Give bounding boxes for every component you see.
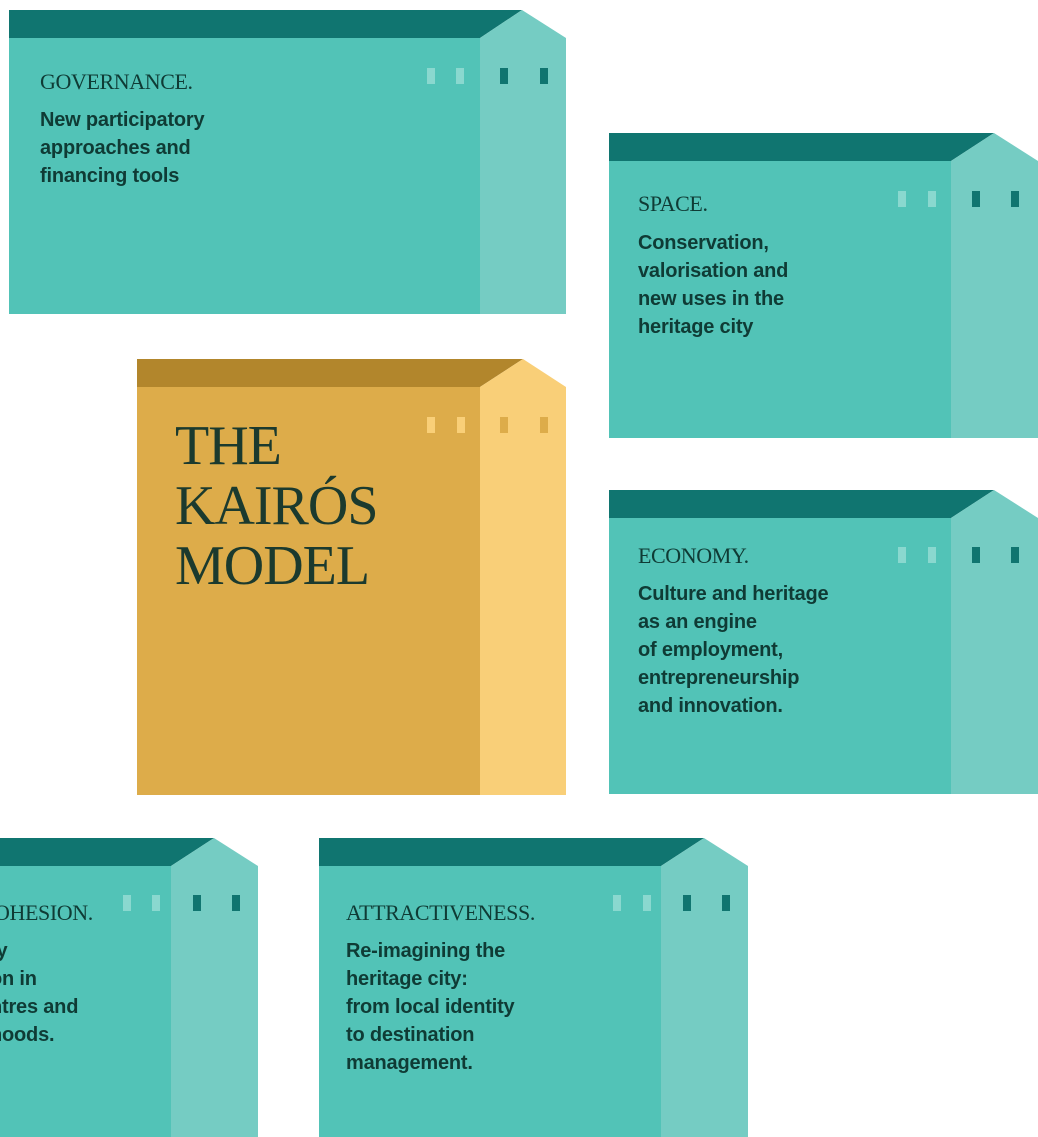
governance-window (427, 68, 435, 84)
economy-window (1011, 547, 1019, 563)
space-window (898, 191, 906, 207)
economy-side-wall (951, 490, 1038, 794)
kairos-model-building (130, 350, 570, 800)
attractiveness-side-wall (661, 838, 748, 1137)
kairos-window (500, 417, 508, 433)
economy-building (600, 480, 1038, 800)
governance-roof (9, 10, 522, 38)
space-front-wall (609, 161, 951, 438)
governance-description: New participatory approaches and financi… (40, 109, 205, 187)
cohesion-side-wall (171, 838, 258, 1137)
kairos-roof (137, 359, 523, 387)
cohesion-category: OHESION. (0, 900, 93, 925)
economy-window (928, 547, 936, 563)
cohesion-roof (0, 838, 214, 866)
space-building-shape (609, 133, 1038, 438)
economy-roof (609, 490, 994, 518)
attractiveness-description: Re-imagining the heritage city: from loc… (346, 940, 515, 1074)
space-window (972, 191, 980, 207)
cohesion-building (0, 830, 260, 1137)
attractiveness-building-shape (319, 838, 748, 1137)
attractiveness-roof (319, 838, 704, 866)
cohesion-window (152, 895, 160, 911)
space-building (600, 120, 1038, 440)
economy-front-wall (609, 518, 951, 794)
kairos-window (457, 417, 465, 433)
cohesion-building-shape (0, 838, 258, 1137)
attractiveness-window (613, 895, 621, 911)
economy-description: Culture and heritage as an engine of emp… (638, 583, 829, 717)
kairos-model-title: THE KAIRÓS MODEL (175, 415, 378, 597)
space-window (928, 191, 936, 207)
governance-front-wall (9, 38, 480, 314)
space-roof (609, 133, 994, 161)
attractiveness-window (722, 895, 730, 911)
economy-window (898, 547, 906, 563)
attractiveness-category: ATTRACTIVENESS. (346, 900, 535, 925)
kairos-side-wall (480, 359, 566, 795)
cohesion-window (123, 895, 131, 911)
governance-category: GOVERNANCE. (40, 69, 193, 94)
kairos-window (540, 417, 548, 433)
cohesion-window (232, 895, 240, 911)
space-category: SPACE. (638, 191, 708, 216)
attractiveness-building (310, 830, 750, 1137)
kairos-building-shape (137, 359, 566, 795)
governance-window (456, 68, 464, 84)
kairos-front-wall (137, 387, 480, 795)
space-window (1011, 191, 1019, 207)
cohesion-window (193, 895, 201, 911)
space-side-wall (951, 133, 1038, 438)
governance-building-shape (9, 10, 566, 314)
attractiveness-window (643, 895, 651, 911)
attractiveness-window (683, 895, 691, 911)
economy-building-shape (609, 490, 1038, 794)
cohesion-front-wall (0, 866, 171, 1137)
governance-side-wall (480, 10, 566, 314)
economy-category: ECONOMY. (638, 543, 749, 568)
governance-building (0, 0, 570, 320)
economy-window (972, 547, 980, 563)
kairos-window (427, 417, 435, 433)
attractiveness-front-wall (319, 866, 661, 1137)
governance-window (500, 68, 508, 84)
space-description: Conservation, valorisation and new uses … (638, 232, 789, 338)
governance-window (540, 68, 548, 84)
